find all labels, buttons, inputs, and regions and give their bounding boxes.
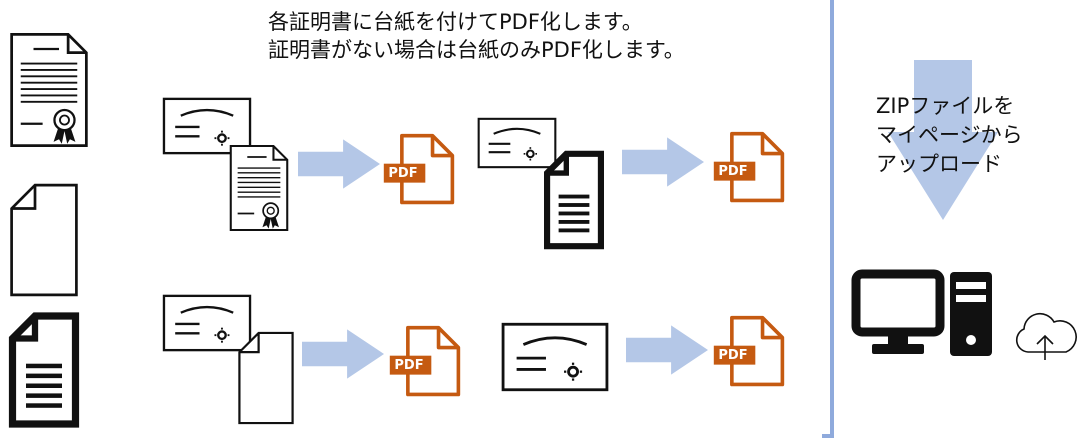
arrow-right-icon xyxy=(626,325,708,375)
mount-card-icon xyxy=(501,322,609,392)
upload-line-1: ZIPファイルを xyxy=(876,94,1015,118)
pdf-badge-label: PDF xyxy=(394,358,423,373)
text-document-icon xyxy=(540,150,608,250)
upload-line-2: マイページから xyxy=(876,123,1023,147)
pdf-file-icon: PDF xyxy=(388,325,461,397)
arrow-down-icon xyxy=(888,60,998,220)
certificate-icon xyxy=(229,144,289,232)
pdf-file-icon: PDF xyxy=(712,131,785,203)
pdf-file-icon: PDF xyxy=(382,133,455,205)
blank-document-icon xyxy=(238,331,294,425)
heading-line-2: 証明書がない場合は台紙のみPDF化します。 xyxy=(268,38,685,62)
pdf-file-icon: PDF xyxy=(712,315,785,387)
pdf-badge-label: PDF xyxy=(718,164,747,179)
instruction-heading: 各証明書に台紙を付けてPDF化します。 証明書がない場合は台紙のみPDF化します… xyxy=(268,8,788,64)
arrow-right-icon xyxy=(298,139,380,189)
arrow-right-icon xyxy=(622,137,704,187)
desktop-computer-icon xyxy=(851,269,992,356)
arrow-right-icon xyxy=(302,329,384,379)
section-divider xyxy=(822,0,834,438)
upload-instruction: ZIPファイルを マイページから アップロード xyxy=(876,92,1076,179)
upload-line-3: アップロード xyxy=(876,152,1002,176)
pdf-badge-label: PDF xyxy=(388,166,417,181)
text-document-icon xyxy=(8,310,80,430)
cloud-upload-icon xyxy=(1015,312,1077,360)
certificate-icon xyxy=(10,32,88,148)
pdf-badge-label: PDF xyxy=(718,348,747,363)
blank-document-icon xyxy=(10,183,78,297)
heading-line-1: 各証明書に台紙を付けてPDF化します。 xyxy=(268,10,643,34)
